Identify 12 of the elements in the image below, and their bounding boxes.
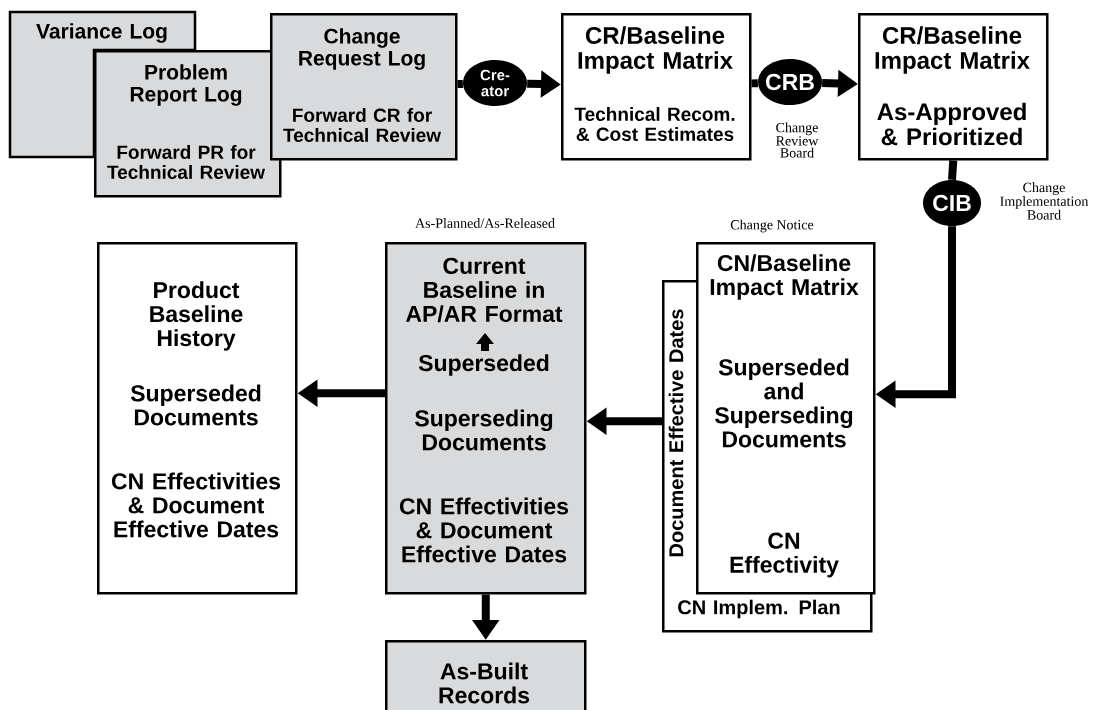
process-box: Change Request Log Forward CR for Technical Review (270, 13, 458, 161)
process-box: CN/Baseline Impact Matrix Superseded and Superseding Documents CN Effectivity (696, 242, 876, 595)
annotation-text: As-Planned/As-Released (415, 218, 555, 228)
annotation-text: Change Implementation Board (1000, 182, 1089, 220)
process-box: Problem Report Log Forward PR for Technical Review (94, 50, 282, 198)
process-box: Current Baseline in AP/AR Format Superseded Superseding Documents CN Effectivities & Document Effective Dates (385, 242, 587, 595)
process-box: CR/Baseline Impact Matrix Technical Recom. & Cost Estimates (561, 13, 752, 161)
process-box: Product Baseline History Superseded Documents CN Effectivities & Document Effective Dates (97, 242, 298, 595)
annotation-text: Change Review Board (776, 122, 819, 158)
process-box: As-Built Records (385, 640, 587, 710)
annotation-text: Change Notice (730, 219, 814, 233)
process-box: CR/Baseline Impact Matrix As-Approved & Prioritized (858, 13, 1049, 161)
